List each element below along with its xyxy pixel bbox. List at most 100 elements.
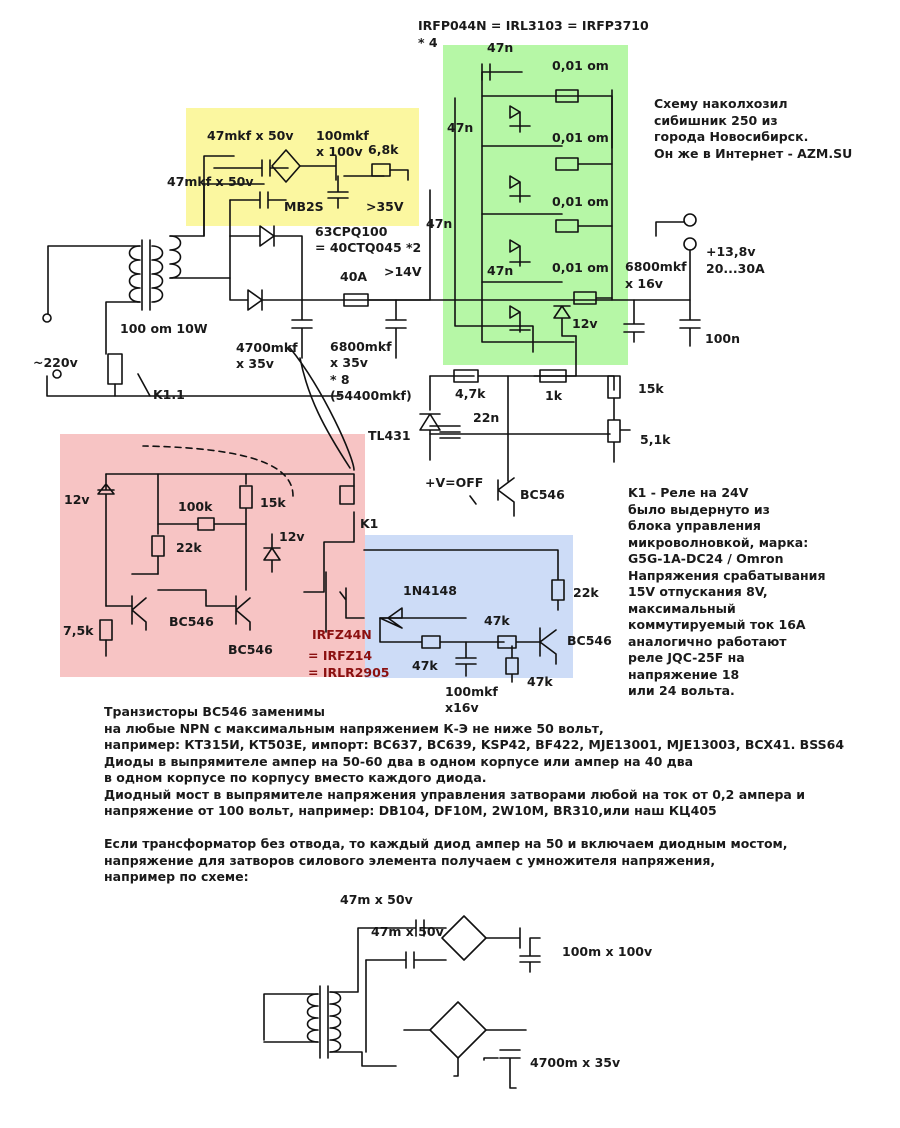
- label-cap-6800-4: (54400mkf): [330, 388, 412, 403]
- relay-note-line: 15V отпускания 8V,: [628, 584, 768, 599]
- label-res-47k-b: 47k: [412, 658, 438, 673]
- label-zener-12v-out: 12v: [572, 316, 598, 331]
- label-relay-k1: K1: [360, 516, 378, 531]
- substitution-note-line: Если трансформатор без отвода, то каждый…: [104, 836, 788, 851]
- relay-note-line: было выдернуто из: [628, 501, 770, 517]
- label-cap-47n-1: 47n: [487, 40, 513, 55]
- label-res-4k7: 4,7k: [455, 386, 486, 401]
- label-res-22k: 22k: [176, 540, 202, 555]
- label-bc546-blue: BC546: [567, 633, 612, 648]
- label-out-current: 20...30A: [706, 261, 765, 276]
- label-cap-100mkf-b-2: x16v: [445, 700, 479, 715]
- delay-circuit-zone: [365, 535, 573, 678]
- substitution-note-line: Диоды в выпрямителе ампер на 50-60 два в…: [104, 753, 694, 769]
- author-note-line: города Новосибирск.: [654, 129, 809, 144]
- substitution-note-line: на любые NPN с максимальным напряжением …: [104, 720, 604, 736]
- label-zener-12v-a: 12v: [64, 492, 90, 507]
- label-res-15k-out: 15k: [638, 381, 664, 396]
- label-bridge-mb2s: MB2S: [284, 199, 324, 214]
- label-cap-6800-3: * 8: [330, 372, 350, 387]
- label-irfz14: = IRFZ14: [308, 648, 372, 663]
- relay-note-line: микроволновкой, марка:: [628, 534, 809, 550]
- substitution-note-line: Транзисторы BC546 заменимы: [104, 704, 325, 719]
- relay-note-line: коммутируемый ток 16A: [628, 617, 806, 632]
- relay-note-line: аналогично работают: [628, 633, 787, 649]
- label-volt-35: >35V: [366, 199, 404, 214]
- substitution-note-line: в одном корпусе по корпусу вместо каждог…: [104, 770, 487, 785]
- label-irfz44n: IRFZ44N: [312, 627, 372, 642]
- label-bc546-a: BC546: [169, 614, 214, 629]
- label-cap-100mkf-1: 100mkf: [316, 128, 369, 143]
- label-tl431: TL431: [368, 428, 411, 443]
- relay-note-line: блока управления: [628, 518, 761, 533]
- label-cap-100mkf-2: x 100v: [316, 144, 363, 159]
- wiring: [42, 63, 701, 683]
- relay-note-line: Напряжения срабатывания: [628, 567, 826, 583]
- relay-note-line: максимальный: [628, 600, 736, 616]
- author-note-line: сибишник 250 из: [654, 112, 778, 128]
- label-cap-47n-3: 47n: [426, 216, 452, 231]
- relay-note-line: напряжение 18: [628, 666, 740, 682]
- label-fuse-40a: 40A: [340, 269, 367, 284]
- label-res-6k8: 6,8k: [368, 142, 399, 157]
- substitution-note-line: [104, 820, 844, 837]
- author-note-line: Он же в Интернет - AZM.SU: [654, 145, 853, 161]
- label-cap-4700-1: 4700mkf: [236, 340, 298, 355]
- label-mains: ~220v: [33, 355, 78, 370]
- relay-note-line: или 24 вольта.: [628, 683, 735, 698]
- label-res-5k1: 5,1k: [640, 432, 671, 447]
- label-cap-100n: 100n: [705, 331, 740, 346]
- mosfet-bank-zone: [443, 45, 628, 365]
- label-res-100k: 100k: [178, 499, 213, 514]
- label-res-47k-c: 47k: [527, 674, 553, 689]
- substitution-note-line: например: КТ315И, КТ503Е, импорт: BC637,…: [104, 737, 845, 752]
- label-diode-1: 63CPQ100: [315, 224, 388, 239]
- label-cap-6800-2: x 35v: [330, 355, 368, 370]
- relay-note-line: K1 - Реле на 24V: [628, 485, 749, 500]
- label-mult-cap-d: 4700m x 35v: [530, 1055, 620, 1070]
- label-volt-14: >14V: [384, 264, 422, 279]
- label-shunt-3: 0,01 om: [552, 194, 609, 209]
- label-cap-47mkf-b: 47mkf x 50v: [167, 174, 253, 189]
- label-relay-contact: K1.1: [153, 387, 185, 402]
- label-cap-4700-2: x 35v: [236, 356, 274, 371]
- label-diode-1n4148: 1N4148: [403, 583, 457, 598]
- label-res-7k5: 7,5k: [63, 623, 94, 638]
- substitution-note-line: например по схеме:: [104, 869, 249, 884]
- label-res-100om: 100 om 10W: [120, 321, 208, 336]
- label-cap-47n-4: 47n: [487, 263, 513, 278]
- label-cap-47n-2: 47n: [447, 120, 473, 135]
- label-bc546-b: BC546: [228, 642, 273, 657]
- label-cap-47mkf-a: 47mkf x 50v: [207, 128, 293, 143]
- label-res-22k-blue: 22k: [573, 585, 599, 600]
- substitution-note-line: напряжение для затворов силового элемент…: [104, 852, 716, 868]
- label-shunt-1: 0,01 om: [552, 58, 609, 73]
- label-mosfet-equivalents: IRFP044N = IRL3103 = IRFP3710: [418, 18, 649, 33]
- label-diode-2: = 40CTQ045 *2: [315, 240, 421, 255]
- label-res-15k: 15k: [260, 495, 286, 510]
- label-mult-cap-a: 47m x 50v: [340, 892, 413, 907]
- label-res-1k: 1k: [545, 388, 563, 403]
- label-v-off: +V=OFF: [425, 475, 483, 490]
- label-cap-6800-1: 6800mkf: [330, 339, 392, 354]
- relay-note-line: реле JQC-25F на: [628, 650, 745, 665]
- substitution-note-line: напряжение от 100 вольт, например: DB104…: [104, 803, 717, 818]
- author-note-line: Схему наколхозил: [654, 96, 788, 111]
- label-out-cap-1: 6800mkf: [625, 259, 687, 274]
- label-res-47k-a: 47k: [484, 613, 510, 628]
- relay-note-line: G5G-1A-DC24 / Omron: [628, 551, 784, 566]
- label-mult-cap-b: 47m x 50v: [371, 924, 444, 939]
- label-out-cap-2: x 16v: [625, 276, 663, 291]
- schematic-labels: IRFP044N = IRL3103 = IRFP3710 * 4 47n 47…: [33, 18, 765, 1070]
- label-cap-22n: 22n: [473, 410, 499, 425]
- substitution-note-line: Диодный мост в выпрямителе напряжения уп…: [104, 786, 805, 802]
- label-shunt-2: 0,01 om: [552, 130, 609, 145]
- gate-supply-zone: [186, 108, 419, 226]
- label-irlr2905: = IRLR2905: [308, 665, 389, 680]
- label-bc546-top: BC546: [520, 487, 565, 502]
